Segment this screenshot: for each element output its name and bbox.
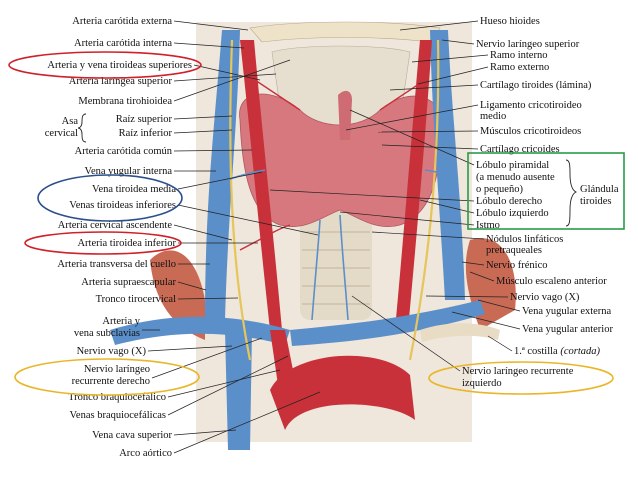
right-common-carotid-artery [240,40,282,330]
label-pretraqueales: pretraqueales [486,245,542,256]
red-highlight-superior [8,51,202,79]
label-glandula: Glándula [580,184,619,195]
blue-highlight-thyroid-veins [37,174,183,222]
label-nervio-laringeo-superior: Nervio laríngeo superior [476,39,580,50]
label-raiz-superior: Raíz superior [116,114,173,125]
label-nervio-frenico: Nervio frénico [486,260,548,271]
label-lobulo-piramidal: Lóbulo piramidal [476,160,549,171]
label-ligamento-cricotiroideo: Ligamento cricotiroideo [480,100,582,111]
label-vena-subclavias: vena subclavias [74,328,140,339]
label-cartilago-cricoides: Cartílago cricoides [480,144,560,155]
left-labels: Arteria carótida externa Arteria carótid… [45,16,321,459]
label-vena-yugular-interna: Vena yugular interna [85,166,173,177]
label-tronco-braquiocefalico: Tronco braquiocefálico [68,392,166,403]
label-nervio-vago-derecho: Nervio vago (X) [77,346,147,357]
label-nodulos-linfaticos: Nódulos linfáticos [486,234,563,245]
label-arteria-carotida-comun: Arteria carótida común [75,146,173,157]
label-arteria-cervical-ascendente: Arteria cervical ascendente [58,220,173,231]
label-arteria-y: Arteria y [102,316,140,327]
label-tiroides: tiroides [580,196,612,207]
label-cartilago-tiroides: Cartílago tiroides (lámina) [480,80,592,91]
label-vena-yugular-anterior: Vena yugular anterior [522,324,613,335]
left-common-carotid-artery [395,40,432,330]
label-membrana-tirohioidea: Membrana tirohioidea [78,96,172,107]
label-ramo-externo: Ramo externo [490,62,549,73]
label-izquierdo: izquierdo [462,378,502,389]
label-arteria-transversa-del-cuello: Arteria transversa del cuello [57,259,176,270]
label-arteria-carotida-externa: Arteria carótida externa [72,16,172,27]
anatomy-illustration [110,21,516,450]
label-tronco-tirocervical: Tronco tirocervical [96,294,176,305]
label-cervical: cervical [45,128,78,139]
label-medio: medio [480,111,506,122]
label-hueso-hioides: Hueso hioides [480,16,540,27]
thyroid-arteries [239,79,426,251]
right-labels: Hueso hioides Nervio laríngeo superior R… [269,16,619,389]
yellow-highlight-right-recurrent [14,358,200,396]
label-raiz-inferior: Raíz inferior [119,128,173,139]
left-vagus-nerve [408,39,440,361]
label-lobulo-izquierdo: Lóbulo izquierdo [476,208,549,219]
label-cortada: (cortada) [560,346,600,357]
label-arteria-laringea-superior: Arteria laríngea superior [69,76,173,87]
label-nervio-laringeo: Nervio laríngeo [84,364,150,375]
label-lobulo-derecho: Lóbulo derecho [476,196,542,207]
superior-vena-cava [225,330,252,450]
label-vena-cava-superior: Vena cava superior [92,430,172,441]
label-musculos-cricotiroideos: Músculos cricotiroideos [480,126,581,137]
label-arteria-carotida-interna: Arteria carótida interna [74,38,172,49]
label-a-menudo-ausente: (a menudo ausente [476,172,555,183]
label-arteria-vena-tiroideas-superiores: Arteria y vena tiroideas superiores [47,60,192,71]
label-o-pequeno: o pequeño) [476,184,523,195]
label-primera-costilla-text: 1.ª costilla [514,346,560,357]
label-arteria-tiroidea-inferior: Arteria tiroidea inferior [77,238,176,249]
brachiocephalic-veins [290,300,485,346]
first-rib-cut [420,323,500,342]
label-venas-tiroideas-inferiores: Venas tiroideas inferiores [69,200,176,211]
yellow-highlight-left-recurrent [428,361,614,395]
label-nervio-laringeo-recurrente: Nervio laríngeo recurrente [462,366,574,377]
label-vena-tiroidea-media: Vena tiroidea media [92,184,176,195]
right-vagus-nerve [229,39,252,361]
aortic-arch [270,355,415,430]
label-vena-yugular-externa: Vena yugular externa [522,306,612,317]
label-istmo: Istmo [476,220,500,231]
label-nervio-vago-izquierdo: Nervio vago (X) [510,292,580,303]
label-asa: Asa [62,116,79,127]
label-arco-aortico: Arco aórtico [119,448,172,459]
label-venas-braquiocefalicas: Venas braquiocefálicas [70,410,167,421]
label-ramo-interno: Ramo interno [490,50,547,61]
green-highlight-thyroid-lobes [467,152,625,230]
label-musculo-escaleno-anterior: Músculo escaleno anterior [496,276,607,287]
right-subclavian-vein [110,316,290,345]
red-highlight-inferior [24,231,182,255]
pyramidal-lobe [338,90,352,140]
label-recurrente-derecho: recurrente derecho [72,376,150,387]
highlight-annotations [8,51,625,396]
label-arteria-supraescapular: Arteria supraescapular [81,277,176,288]
label-primera-costilla: 1.ª costilla (cortada) [514,346,601,357]
